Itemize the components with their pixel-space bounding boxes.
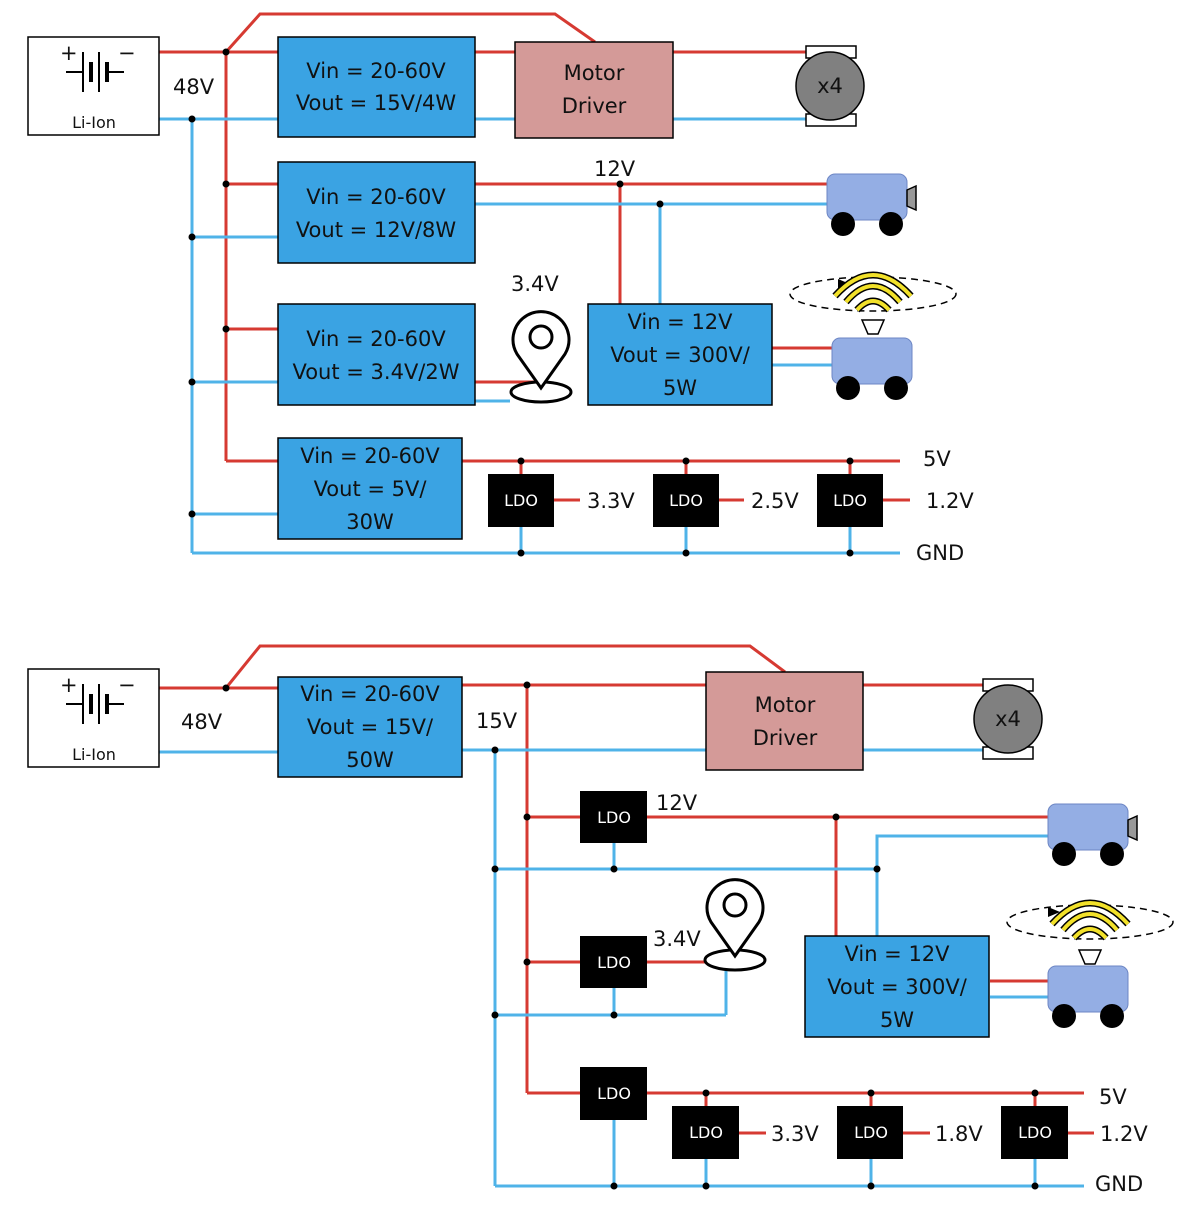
svg-text:5W: 5W (880, 1008, 914, 1032)
svg-text:LDO: LDO (669, 491, 703, 510)
top-ldo-1: LDO 3.3V (488, 474, 635, 527)
bottom-ldo-2: LDO 1.8V (837, 1106, 983, 1159)
ldo-output-label: 1.2V (1100, 1122, 1148, 1146)
svg-text:50W: 50W (346, 748, 394, 772)
bottom-positive-wires (159, 644, 1094, 1135)
svg-text:Vout = 15V/: Vout = 15V/ (307, 715, 434, 739)
svg-text:LDO: LDO (597, 1084, 631, 1103)
converter-5v: Vin = 20-60V Vout = 5V/ 30W (277, 437, 463, 540)
top-ground-wires (159, 117, 900, 555)
svg-text:Motor: Motor (755, 693, 816, 717)
svg-text:Vout = 300V/: Vout = 300V/ (610, 343, 751, 367)
motor-count-label: x4 (817, 74, 843, 98)
svg-text:Vout = 15V/4W: Vout = 15V/4W (296, 91, 457, 115)
gnd-label: GND (916, 541, 964, 565)
top-battery: + − Li-Ion (27, 36, 160, 136)
motor-icon: x4 (795, 45, 865, 127)
svg-text:LDO: LDO (597, 953, 631, 972)
converter-300v: Vin = 12V Vout = 300V/ 5W (804, 935, 990, 1038)
bus-15v-label: 15V (476, 709, 518, 733)
battery-plus-sign: + (60, 673, 78, 697)
ldo-3v4: LDO 3.4V (580, 927, 701, 988)
ldo-output-label: 12V (656, 791, 698, 815)
svg-text:Vin = 20-60V: Vin = 20-60V (306, 59, 446, 83)
converter-300v: Vin = 12V Vout = 300V/ 5W (587, 303, 773, 406)
motor-icon: x4 (973, 678, 1043, 760)
camera-robot-icon (826, 173, 917, 237)
motor-driver: Motor Driver (705, 671, 864, 771)
svg-text:LDO: LDO (597, 808, 631, 827)
ldo-output-label: 1.2V (926, 489, 974, 513)
ldo-12v: LDO 12V (580, 791, 698, 843)
gps-pin-icon (703, 878, 767, 972)
svg-text:Motor: Motor (564, 61, 625, 85)
bottom-ground-wires (159, 748, 1084, 1188)
radar-robot-icon (789, 271, 957, 401)
bottom-junctions (222, 681, 1039, 1190)
svg-text:LDO: LDO (833, 491, 867, 510)
top-ldo-3: LDO 1.2V (817, 474, 974, 527)
converter-15v-50w: Vin = 20-60V Vout = 15V/ 50W (277, 676, 463, 778)
bottom-diagram: + − Li-Ion 48V Vin = 20-60V Vout = 15V/ … (27, 644, 1174, 1196)
svg-text:Vin = 20-60V: Vin = 20-60V (306, 327, 446, 351)
battery-minus-sign: − (118, 41, 136, 65)
svg-text:Vout = 5V/: Vout = 5V/ (314, 477, 428, 501)
top-junctions (188, 48, 854, 557)
ldo-5v: LDO (580, 1067, 647, 1120)
bottom-ldo-1: LDO 3.3V (672, 1106, 819, 1159)
battery-plus-sign: + (60, 41, 78, 65)
svg-text:Vin = 12V: Vin = 12V (844, 942, 950, 966)
svg-text:Driver: Driver (562, 94, 627, 118)
ldo-output-label: 3.3V (587, 489, 635, 513)
svg-text:Vin = 20-60V: Vin = 20-60V (306, 185, 446, 209)
ldo-output-label: 2.5V (751, 489, 799, 513)
rail-5v-label: 5V (1099, 1085, 1127, 1109)
motor-count-label: x4 (995, 707, 1021, 731)
top-ldo-2: LDO 2.5V (653, 474, 799, 527)
ldo-output-label: 3.4V (653, 927, 701, 951)
bottom-battery: + − Li-Ion (27, 668, 160, 768)
gnd-label: GND (1095, 1172, 1143, 1196)
battery-label: Li-Ion (72, 113, 116, 132)
svg-text:Vin = 20-60V: Vin = 20-60V (300, 682, 440, 706)
radar-robot-icon (1006, 899, 1174, 1029)
battery-label: Li-Ion (72, 745, 116, 764)
svg-text:Vin = 20-60V: Vin = 20-60V (300, 444, 440, 468)
converter-15v: Vin = 20-60V Vout = 15V/4W (277, 36, 476, 138)
converter-3v4: Vin = 20-60V Vout = 3.4V/2W (277, 303, 476, 406)
svg-text:LDO: LDO (689, 1123, 723, 1142)
svg-text:Vout = 12V/8W: Vout = 12V/8W (296, 218, 457, 242)
svg-text:LDO: LDO (1018, 1123, 1052, 1142)
svg-text:Vin = 12V: Vin = 12V (627, 310, 733, 334)
bus-voltage-label: 48V (181, 710, 223, 734)
rail-12v-label: 12V (594, 157, 636, 181)
motor-driver: Motor Driver (514, 41, 674, 139)
gps-pin-icon (509, 310, 573, 404)
ldo-output-label: 3.3V (771, 1122, 819, 1146)
svg-text:5W: 5W (663, 376, 697, 400)
svg-text:LDO: LDO (854, 1123, 888, 1142)
bus-voltage-label: 48V (173, 75, 215, 99)
svg-text:Vout = 300V/: Vout = 300V/ (827, 975, 968, 999)
battery-minus-sign: − (118, 673, 136, 697)
svg-text:LDO: LDO (504, 491, 538, 510)
ldo-output-label: 1.8V (935, 1122, 983, 1146)
bottom-ldo-3: LDO 1.2V (1001, 1106, 1148, 1159)
top-diagram: + − Li-Ion 48V Vin = 20-60V Vout = 15V/4… (27, 12, 974, 565)
rail-5v-label: 5V (923, 447, 951, 471)
camera-robot-icon (1047, 803, 1138, 867)
gps-voltage-label: 3.4V (511, 272, 559, 296)
svg-text:Driver: Driver (753, 726, 818, 750)
svg-text:30W: 30W (346, 510, 394, 534)
svg-text:Vout = 3.4V/2W: Vout = 3.4V/2W (292, 360, 459, 384)
converter-12v: Vin = 20-60V Vout = 12V/8W (277, 161, 476, 264)
